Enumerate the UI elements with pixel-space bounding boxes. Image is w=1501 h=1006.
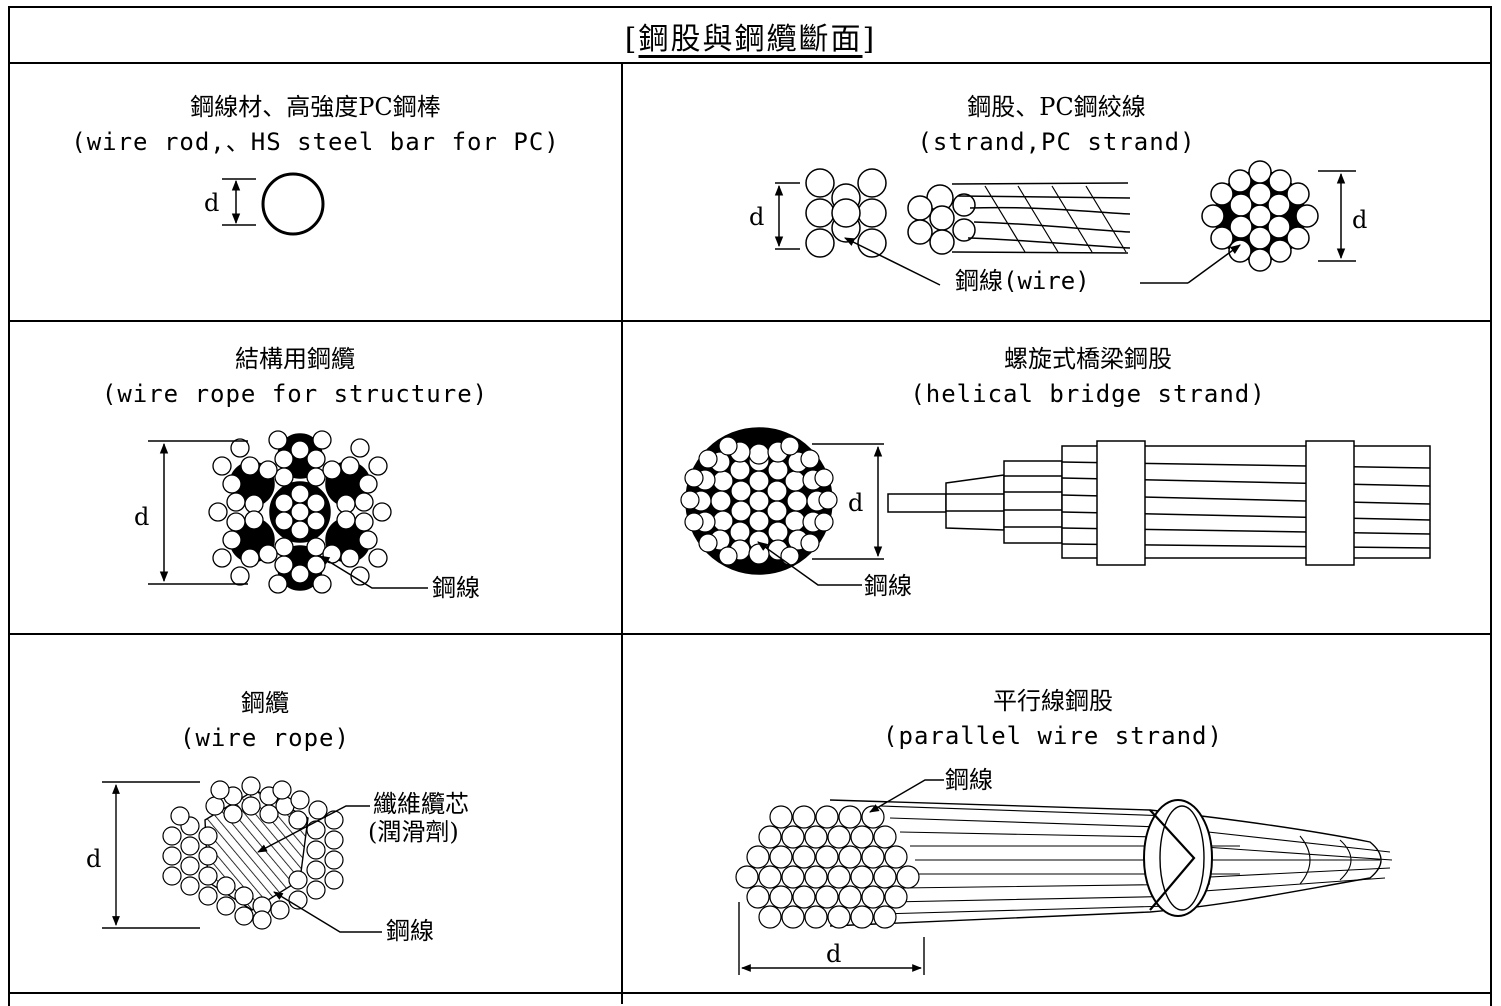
structure-rope-diagram — [148, 430, 428, 594]
strand-side-view — [907, 182, 1131, 255]
strand-diagram — [774, 160, 1356, 286]
strand-title: 鋼股、PC鋼絞線 (strand,PC strand) — [623, 90, 1490, 160]
wire-rope-core-label: 纖維纜芯 — [373, 790, 469, 818]
strand-nineteen-wire-section — [1201, 160, 1319, 272]
helical-title: 螺旋式橋梁鋼股 (helical bridge strand) — [623, 342, 1501, 412]
parallel-dim-label: d — [826, 940, 842, 968]
row-divider-2 — [8, 633, 1492, 635]
diagram-frame — [8, 6, 1492, 1006]
structure-rope-wires — [208, 430, 392, 594]
wire-rope-wires — [162, 776, 344, 930]
title-text: 鋼股與鋼纜斷面 — [638, 22, 863, 57]
wire-rod-title-zh: 鋼線材、高強度PC鋼棒 — [190, 93, 441, 121]
helical-section-wires — [680, 436, 838, 566]
strand-title-zh: 鋼股、PC鋼絞線 — [967, 93, 1146, 121]
helical-dim-label: d — [848, 489, 864, 517]
title-divider — [8, 62, 1492, 64]
title-bracket-right: ] — [862, 22, 877, 57]
structure-rope-title: 結構用鋼纜 (wire rope for structure) — [10, 342, 580, 412]
wire-rope-diagram — [102, 776, 382, 933]
wire-rope-title-en: (wire rope) — [180, 724, 350, 752]
parallel-title-zh: 平行線鋼股 — [993, 687, 1113, 715]
wire-rod-title: 鋼線材、高強度PC鋼棒 (wire rod,、HS steel bar for … — [10, 90, 621, 160]
parallel-diagram — [735, 779, 1393, 975]
helical-wire-label: 鋼線 — [864, 572, 912, 600]
wire-rope-title-zh: 鋼纜 — [241, 689, 289, 717]
strand-title-en: (strand,PC strand) — [917, 128, 1196, 156]
column-divider — [621, 62, 623, 1004]
parallel-title-en: (parallel wire strand) — [883, 722, 1223, 750]
structure-rope-title-en: (wire rope for structure) — [101, 380, 489, 408]
structure-rope-dim-label: d — [134, 503, 150, 531]
row-divider-3 — [8, 992, 1492, 994]
row-divider-1 — [8, 320, 1492, 322]
structure-rope-wire-label: 鋼線 — [432, 574, 480, 602]
parallel-section-wires — [735, 805, 920, 929]
page-title: [鋼股與鋼纜斷面] — [0, 14, 1501, 58]
title-bracket-left: [ — [624, 22, 639, 57]
helical-title-zh: 螺旋式橋梁鋼股 — [1004, 345, 1172, 373]
wire-rope-dim-label: d — [86, 845, 102, 873]
helical-title-en: (helical bridge strand) — [910, 380, 1266, 408]
strand-wire-label: 鋼線(wire) — [955, 267, 1090, 295]
wire-rope-wire-label: 鋼線 — [386, 917, 434, 945]
strand-dim-right-label: d — [1352, 206, 1368, 234]
structure-rope-title-zh: 結構用鋼纜 — [235, 345, 355, 373]
wire-rope-title: 鋼纜 (wire rope) — [10, 686, 520, 756]
wire-rod-dim-label: d — [204, 189, 220, 217]
wire-rope-core-sub-label: (潤滑劑) — [368, 818, 459, 846]
strand-seven-wire-section — [805, 168, 887, 258]
wire-rod-title-en: (wire rod,、HS steel bar for PC) — [71, 128, 560, 156]
wire-rod-diagram — [222, 172, 325, 236]
helical-diagram — [680, 427, 1431, 586]
parallel-wire-label: 鋼線 — [945, 766, 993, 794]
parallel-title: 平行線鋼股 (parallel wire strand) — [623, 684, 1483, 754]
strand-dim-left-label: d — [749, 203, 765, 231]
